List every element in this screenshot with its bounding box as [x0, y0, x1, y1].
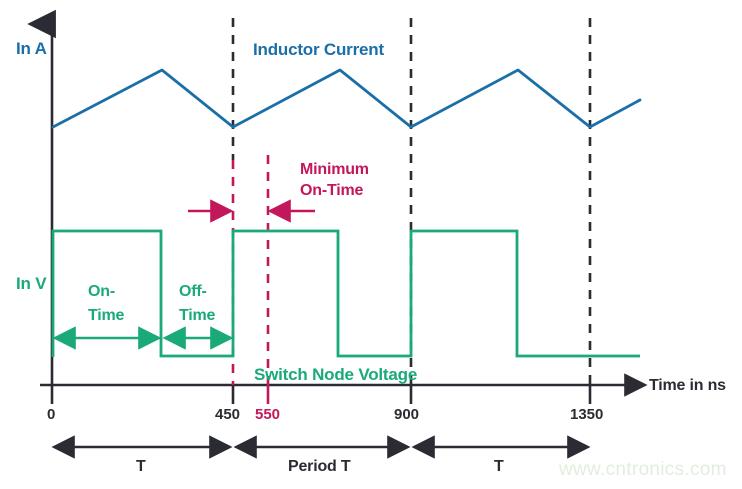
- annotation-minimum-on-time-line2: On-Time: [300, 182, 364, 199]
- x-tick-label-0: 0: [47, 406, 56, 423]
- annotation-off-time-line2: Time: [179, 307, 216, 324]
- period-label-1: T: [136, 458, 146, 475]
- x-axis-ticks: [50, 385, 592, 404]
- series-label-switch-node-voltage: Switch Node Voltage: [254, 365, 418, 384]
- x-axis-label: Time in ns: [649, 377, 726, 394]
- annotation-on-time-line1: On-: [88, 283, 115, 300]
- x-tick-label-900: 900: [394, 406, 420, 423]
- annotation-on-time-line2: Time: [88, 307, 125, 324]
- switch-node-voltage-waveform: [51, 229, 640, 358]
- watermark: www.cntronics.com: [559, 459, 727, 480]
- x-tick-label-1350: 1350: [570, 406, 604, 423]
- y-axis-label-current: In A: [16, 39, 47, 58]
- annotation-off-time-line1: Off-: [179, 283, 207, 300]
- x-tick-label-450: 450: [215, 406, 241, 423]
- inductor-current-waveform: [51, 68, 642, 129]
- annotation-minimum-on-time-line1: Minimum: [300, 161, 369, 178]
- period-label-3: T: [494, 458, 504, 475]
- x-tick-label-550: 550: [255, 406, 281, 423]
- series-label-inductor-current: Inductor Current: [253, 40, 384, 59]
- y-axis-label-voltage: In V: [16, 274, 47, 293]
- period-label-2: Period T: [288, 458, 351, 475]
